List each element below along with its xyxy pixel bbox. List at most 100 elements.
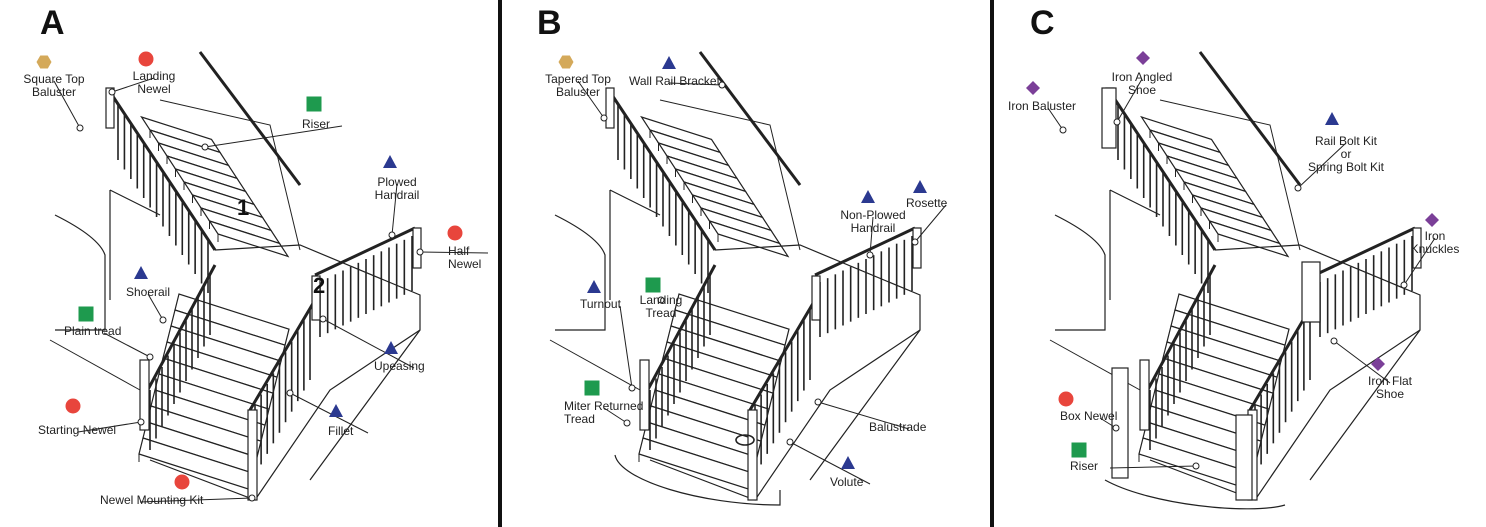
triangle-marker-volute (841, 456, 855, 469)
landing-edge (714, 244, 921, 481)
newel (605, 87, 615, 129)
circle-marker-landing-newel (138, 51, 154, 67)
circle-marker-box-newel (1058, 391, 1074, 407)
leader-dot-rosette (911, 238, 919, 246)
leader-line-iron-knuckles (1403, 237, 1436, 286)
landing-edge (1214, 244, 1421, 481)
label-riser: Riser (1070, 459, 1099, 473)
circle-marker-starting-newel (65, 398, 81, 414)
newel (139, 359, 150, 431)
square-marker-miter-returned-tread (584, 380, 600, 396)
diamond-marker-iron-baluster (1026, 81, 1040, 95)
leader-dot-iron-angled-shoe (1113, 118, 1121, 126)
panel-divider-1 (498, 0, 502, 527)
upper-flight-step (1208, 219, 1290, 258)
leader-dot-newel-mounting-kit (248, 494, 256, 502)
landing-edge (214, 244, 421, 481)
triangle-marker-upeasing (384, 341, 398, 354)
leader-line-riser (204, 125, 343, 148)
leader-dot-square-top-baluster (76, 124, 84, 132)
label-landing-tread: Landing Tread (639, 293, 683, 320)
newel (247, 409, 258, 501)
box-newel (1111, 367, 1129, 479)
newel (311, 275, 321, 321)
skirt (649, 329, 921, 501)
label-iron-knuckles: Iron Knuckles (1410, 229, 1460, 256)
label-upeasing: Upeasing (374, 359, 425, 373)
label-miter-returned-tread: Miter Returned Tread (564, 399, 644, 426)
newel (1139, 359, 1150, 431)
skirt (149, 329, 421, 501)
leader-dot-non-plowed-handrail (866, 251, 874, 259)
label-square-top-baluster: Square Top Baluster (23, 72, 85, 99)
leader-dot-landing-newel (108, 88, 116, 96)
panel-letter-b: B (537, 4, 562, 42)
leader-dot-riser (1192, 462, 1200, 470)
label-starting-newel: Starting Newel (38, 423, 117, 437)
newel (1412, 227, 1422, 269)
triangle-marker-rosette (913, 180, 927, 193)
leader-line-newel-mounting-kit (139, 497, 253, 503)
newel (412, 227, 422, 269)
label-half-newel: Half Newel (448, 244, 482, 271)
stringer (159, 99, 301, 251)
leader-line-balustrade (817, 401, 910, 430)
label-iron-angled-shoe: Iron Angled Shoe (1111, 70, 1173, 97)
leader-dot-iron-knuckles (1400, 281, 1408, 289)
square-marker-landing-tread (645, 277, 661, 293)
label-tapered-top-baluster: Tapered Top Baluster (545, 72, 611, 99)
label-shoerail: Shoerail (125, 285, 171, 299)
newel (811, 275, 821, 321)
leader-line-landing-newel (111, 77, 155, 93)
leader-dot-shoerail (159, 316, 167, 324)
panel-letter-a: A (40, 4, 65, 42)
leader-line-plain-tread (103, 332, 151, 358)
label-fillet: Fillet (328, 424, 354, 438)
leader-dot-starting-newel (137, 418, 145, 426)
circle-marker-newel-mounting-kit (174, 474, 190, 490)
volute (735, 434, 755, 446)
leader-dot-iron-flat-shoe (1330, 337, 1338, 345)
leader-line-volute (789, 441, 871, 485)
diamond-marker-iron-flat-shoe (1371, 357, 1385, 371)
leader-line-iron-angled-shoe (1116, 78, 1143, 123)
leader-dot-wall-rail-bracket (718, 81, 726, 89)
leader-line-non-plowed-handrail (869, 216, 874, 256)
newel (912, 227, 922, 269)
wall-rail (1199, 51, 1301, 186)
leader-dot-miter-returned-tread (623, 419, 631, 427)
leader-line-iron-baluster (1047, 107, 1064, 131)
flight-number-1: 1 (237, 195, 250, 220)
box-newel (1235, 414, 1253, 501)
panel-letter-c: C (1030, 4, 1055, 42)
bottom-step (1104, 479, 1286, 510)
landing-rail (814, 226, 916, 277)
hexagon-marker-square-top-baluster (36, 55, 52, 69)
leader-line-half-newel (419, 251, 489, 254)
leader-line-tapered-top-baluster (577, 80, 605, 119)
newel (747, 409, 758, 501)
label-iron-baluster: Iron Baluster (1008, 99, 1077, 113)
landing-wall (109, 189, 161, 300)
triangle-marker-turnout (587, 280, 601, 293)
leader-line-turnout (619, 305, 633, 389)
leader-dot-rail-bolt-kit-or-spring-bolt-kit (1294, 184, 1302, 192)
leader-dot-box-newel (1112, 424, 1120, 432)
stringer (1159, 99, 1301, 251)
label-riser: Riser (302, 117, 331, 131)
leader-dot-turnout (628, 384, 636, 392)
floor-line (549, 339, 641, 391)
label-wall-rail-bracket: Wall Rail Bracket (629, 74, 720, 88)
lower-rail-right (748, 299, 817, 411)
label-plowed-handrail: Plowed Handrail (374, 175, 420, 202)
lower-rail-right (248, 299, 317, 411)
leader-dot-riser (201, 143, 209, 151)
label-iron-flat-shoe: Iron Flat Shoe (1367, 374, 1413, 401)
leader-dot-plowed-handrail (388, 231, 396, 239)
leader-dot-plain-tread (146, 353, 154, 361)
label-newel-mounting-kit: Newel Mounting Kit (100, 493, 204, 507)
newel (105, 87, 115, 129)
box-newel (1301, 261, 1321, 323)
